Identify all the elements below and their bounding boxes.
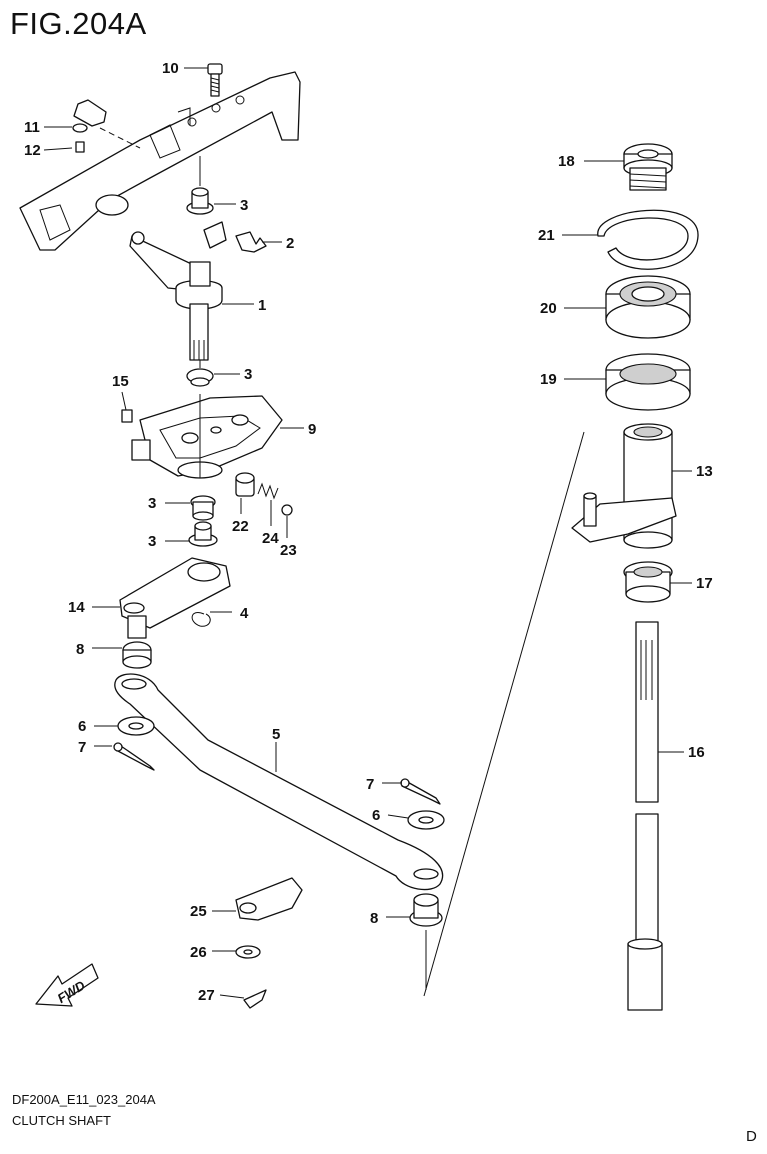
washer-part-6b [407,810,445,830]
callout-21: 21 [538,227,555,244]
leader-lines [43,67,692,999]
bushing-part-8a [122,641,152,669]
housing-part-9 [131,395,283,479]
callout-3b: 3 [244,366,252,383]
callout-8b: 8 [370,910,378,927]
callout-4: 4 [240,605,249,622]
fwd-arrow-icon: FWD [35,963,99,1007]
clip-part-11 [72,99,107,133]
callout-16: 16 [688,744,705,761]
rod-part-5 [114,673,444,891]
callout-27: 27 [198,987,215,1004]
page-letter: D [746,1128,757,1145]
callout-25: 25 [190,903,207,920]
callout-6a: 6 [78,718,86,735]
callout-labels: 10 11 12 3 2 1 3 15 9 3 22 24 23 3 14 4 … [24,60,713,1004]
arm-part-14 [119,557,231,639]
callout-8a: 8 [76,641,84,658]
screw-part-12 [75,141,85,153]
callout-7a: 7 [78,739,86,756]
bushing-part-8b [409,893,443,927]
callout-11: 11 [24,119,40,136]
callout-26: 26 [190,944,207,961]
spring-part-24 [257,482,279,500]
seal-part-19 [605,353,691,411]
bushing-part-3a [186,187,214,215]
figure-title: FIG.204A [10,6,147,41]
callout-14: 14 [68,599,85,616]
washer-part-6a [117,716,155,736]
clutch-lever-part-1 [129,221,227,361]
callout-22: 22 [232,518,249,535]
bushing-part-3d [188,521,218,547]
callout-12: 12 [24,142,41,159]
bushing-part-3b [186,368,214,387]
callout-5: 5 [272,726,280,743]
callout-23: 23 [280,542,297,559]
callout-9: 9 [308,421,316,438]
upper-bracket [19,71,301,251]
plug-part-18 [623,143,673,191]
bolt-part-10 [207,63,223,97]
callout-2: 2 [286,235,294,252]
callout-15: 15 [112,373,129,390]
bushing-part-3c [190,495,216,521]
shaft-part-16 [627,621,663,1011]
plunger-part-22 [235,472,255,497]
callout-6b: 6 [372,807,380,824]
callout-3a: 3 [240,197,248,214]
screw-part-15 [121,409,133,423]
snap-ring-part-21 [597,209,699,270]
callout-18: 18 [558,153,575,170]
shaft-arm-part-13 [571,423,677,549]
bracket-part-25 [235,877,303,921]
clip-part-4 [191,612,211,627]
bearing-part-20 [605,275,691,339]
callout-20: 20 [540,300,557,317]
pin-part-27 [243,989,267,1009]
clip-part-2 [235,231,267,253]
bushing-part-17 [623,561,673,603]
washer-part-26 [235,945,261,959]
figure-name: CLUTCH SHAFT [12,1113,111,1128]
callout-24: 24 [262,530,279,547]
callout-3c: 3 [148,495,156,512]
callout-17: 17 [696,575,713,592]
callout-7b: 7 [366,776,374,793]
cotter-pin-part-7a [113,742,155,771]
callout-1: 1 [258,297,266,314]
callout-3d: 3 [148,533,156,550]
cotter-pin-part-7b [400,778,441,805]
callout-13: 13 [696,463,713,480]
callout-10: 10 [162,60,179,77]
ball-part-23 [281,504,293,516]
callout-19: 19 [540,371,557,388]
figure-code: DF200A_E11_023_204A [12,1092,156,1107]
